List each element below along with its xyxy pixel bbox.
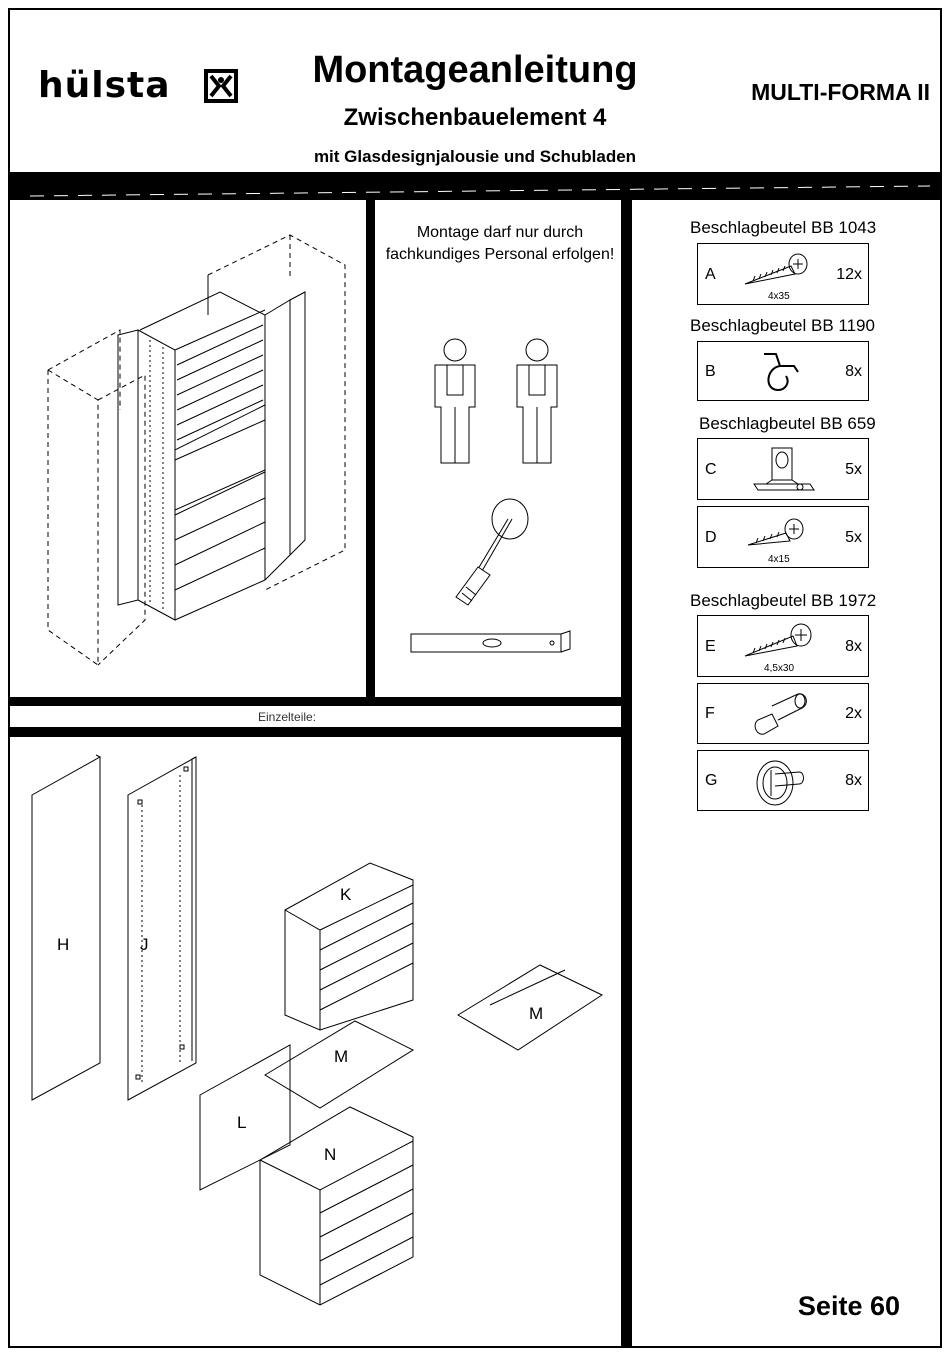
- notice-line-1: Montage darf nur durch: [416, 224, 584, 241]
- header-divider: [10, 172, 940, 200]
- fitting-letter: C: [705, 461, 717, 478]
- fitting-size: 4x15: [768, 554, 790, 565]
- two-persons-icon: [434, 338, 558, 464]
- fitting-size: 4x35: [768, 291, 790, 302]
- screwdriver-icon: [455, 498, 529, 606]
- fitting-item-c: C 5x: [697, 438, 869, 500]
- fitting-qty: 2x: [845, 705, 862, 722]
- part-label-l: L: [237, 1113, 247, 1132]
- notice-line-2: fachkundiges Personal erfolgen!: [385, 246, 615, 263]
- fitting-qty: 5x: [845, 529, 862, 546]
- fitting-bag-title-4: Beschlagbeutel BB 1972: [690, 591, 877, 610]
- spirit-level-icon: [410, 630, 571, 653]
- brand-emblem-icon: [204, 69, 238, 103]
- fitting-bag-title-2: Beschlagbeutel BB 1190: [690, 316, 875, 335]
- assembly-illustration: [47, 234, 346, 666]
- fitting-bag-title-1: Beschlagbeutel BB 1043: [690, 218, 877, 237]
- fitting-item-a: A 12x 4x35: [697, 243, 869, 305]
- doc-description: mit Glasdesignjalousie und Schubladen: [313, 147, 637, 166]
- fitting-qty: 8x: [845, 363, 862, 380]
- screw-icon: [744, 623, 812, 657]
- fitting-item-d: D 5x 4x15: [697, 506, 869, 568]
- shelf-support-icon: [756, 760, 804, 806]
- horizontal-divider-2: [10, 727, 621, 737]
- fitting-qty: 12x: [836, 266, 862, 283]
- fitting-letter: G: [705, 772, 718, 789]
- fitting-size: 4,5x30: [764, 663, 795, 674]
- bracket-icon: [753, 447, 815, 491]
- fitting-qty: 8x: [845, 638, 862, 655]
- fitting-letter: A: [705, 266, 716, 283]
- hook-icon: [764, 353, 799, 392]
- fitting-letter: D: [705, 529, 717, 546]
- part-label-j: J: [140, 935, 149, 954]
- fitting-letter: E: [705, 638, 716, 655]
- screw-icon: [747, 518, 804, 546]
- fitting-item-g: G 8x: [697, 750, 869, 811]
- fitting-bag-title-3: Beschlagbeutel BB 659: [699, 414, 876, 433]
- part-label-m-right: M: [529, 1004, 544, 1023]
- page-frame: [8, 8, 942, 1348]
- fitting-item-f: F 2x: [697, 683, 869, 744]
- pin-icon: [754, 693, 807, 735]
- horizontal-divider-1: [10, 697, 621, 706]
- doc-title: Montageanleitung: [312, 49, 638, 91]
- brand-name: hülsta: [38, 65, 171, 106]
- header-dash-line: [29, 185, 931, 197]
- doc-subtitle: Zwischenbauelement 4: [343, 104, 607, 131]
- part-label-k: K: [340, 885, 352, 904]
- fitting-letter: B: [705, 363, 716, 380]
- safety-notice: Montage darf nur durch fachkundiges Pers…: [380, 222, 620, 266]
- screw-icon: [744, 253, 808, 285]
- vertical-divider-1: [366, 200, 375, 706]
- fitting-qty: 5x: [845, 461, 862, 478]
- fitting-item-b: B 8x: [697, 341, 869, 401]
- page-number: Seite 60: [797, 1291, 900, 1321]
- brand-logo: hülsta: [38, 66, 171, 106]
- series-name: MULTI-FORMA II: [751, 79, 930, 105]
- parts-illustration: [31, 754, 604, 1306]
- fitting-item-e: E 8x 4,5x30: [697, 615, 869, 677]
- part-label-m-middle: M: [334, 1047, 349, 1066]
- vertical-divider-2: [621, 200, 632, 1348]
- part-label-n: N: [324, 1145, 337, 1164]
- parts-section-label: Einzelteile:: [258, 710, 317, 724]
- fitting-letter: F: [705, 705, 715, 722]
- fitting-qty: 8x: [845, 772, 862, 789]
- part-label-h: H: [57, 935, 70, 954]
